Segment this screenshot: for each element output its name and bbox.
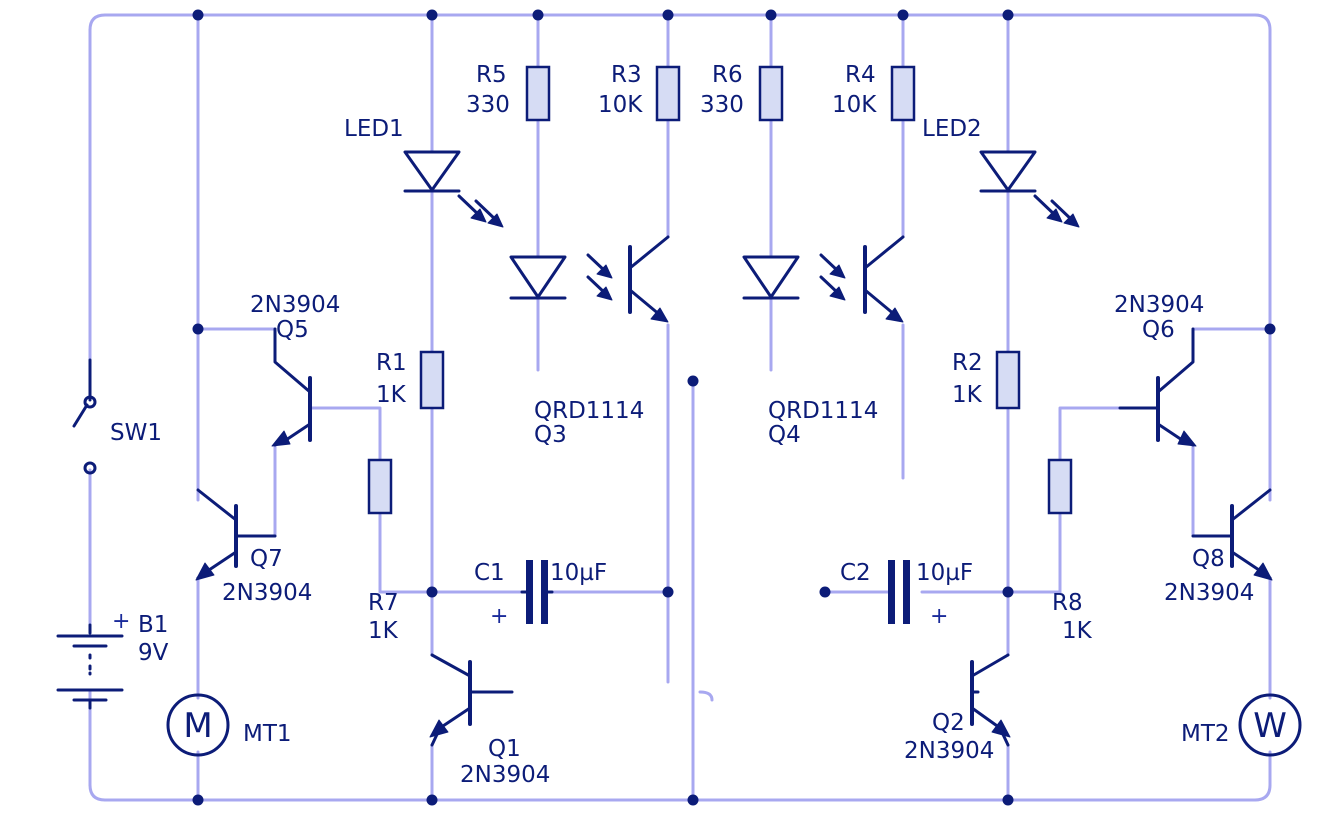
r7-value: 1K: [368, 618, 399, 644]
junction-dot: [426, 586, 438, 598]
capacitor-c2: C2 10µF +: [840, 560, 973, 629]
mt1-symbol: M: [183, 706, 212, 746]
capacitor-c1: C1 10µF +: [474, 560, 607, 629]
r8-ref: R8: [1052, 590, 1083, 616]
transistor-q2: Q2 2N3904: [904, 653, 1011, 764]
r3-value: 10K: [598, 92, 643, 118]
led2-label: LED2: [922, 116, 982, 142]
c2-value: 10µF: [916, 560, 973, 586]
r5-ref: R5: [476, 62, 507, 88]
resistor-r7: [367, 458, 393, 515]
optosensor-q4: QRD1114 Q4: [742, 235, 905, 448]
r5-value: 330: [466, 92, 510, 118]
junction-dot: [532, 9, 544, 21]
r4-ref: R4: [845, 62, 876, 88]
q8-ref: Q8: [1192, 546, 1225, 572]
junction-dot: [426, 9, 438, 21]
resistor-r6: [758, 65, 784, 122]
resistor-r5: [525, 65, 551, 122]
q7-ref: Q7: [250, 546, 283, 572]
q2-ref: Q2: [932, 710, 965, 736]
resistor-r2: [995, 350, 1021, 410]
r2-ref: R2: [952, 350, 983, 376]
c1-value: 10µF: [550, 560, 607, 586]
q8-part: 2N3904: [1164, 580, 1254, 606]
b1-ref: B1: [138, 612, 168, 638]
resistor-r4: [890, 65, 916, 122]
switch-sw1: SW1: [72, 358, 162, 475]
q6-ref: Q6: [1142, 317, 1175, 343]
mt2-ref: MT2: [1181, 721, 1230, 747]
junction-dot: [192, 323, 204, 335]
wires: [88, 13, 1272, 802]
q3-part: QRD1114: [534, 398, 644, 424]
transistor-q1: Q1 2N3904: [429, 653, 550, 788]
r4-value: 10K: [832, 92, 877, 118]
led-led1: LED1: [344, 116, 504, 228]
motor-mt1: M MT1: [166, 693, 292, 757]
junction-dot: [1002, 9, 1014, 21]
resistors: [367, 65, 1073, 515]
q5-ref: Q5: [276, 317, 309, 343]
junction-dot: [662, 9, 674, 21]
resistor-r8: [1047, 458, 1073, 515]
transistor-q6: 2N3904 Q6: [1114, 292, 1204, 447]
q7-part: 2N3904: [222, 580, 312, 606]
r3-ref: R3: [611, 62, 642, 88]
r7-ref: R7: [368, 590, 399, 616]
r6-ref: R6: [712, 62, 743, 88]
junction-dot: [192, 794, 204, 806]
q6-part: 2N3904: [1114, 292, 1204, 318]
sw1-label: SW1: [110, 420, 162, 446]
q3-ref: Q3: [534, 422, 567, 448]
b1-value: 9V: [138, 640, 169, 666]
motor-mt2: W MT2: [1181, 693, 1302, 757]
q2-part: 2N3904: [904, 738, 994, 764]
junction-dot: [1002, 586, 1014, 598]
battery-b1: + B1 9V: [56, 609, 169, 710]
junction-dot: [1002, 794, 1014, 806]
c1-ref: C1: [474, 560, 505, 586]
transistor-q7: Q7 2N3904: [195, 488, 312, 606]
r8-value: 1K: [1062, 618, 1093, 644]
junction-dot: [687, 375, 699, 387]
mt1-ref: MT1: [243, 721, 292, 747]
junction-dot: [897, 9, 909, 21]
c2-ref: C2: [840, 560, 871, 586]
mt2-symbol: W: [1253, 706, 1287, 746]
q1-ref: Q1: [488, 736, 521, 762]
q5-part: 2N3904: [250, 292, 340, 318]
r1-value: 1K: [376, 382, 407, 408]
junction-dots: [192, 9, 1276, 806]
q4-part: QRD1114: [768, 398, 878, 424]
junction-dot: [765, 9, 777, 21]
resistor-r1: [419, 350, 445, 410]
r1-ref: R1: [376, 350, 407, 376]
c2-plus: +: [930, 604, 948, 629]
resistor-r3: [655, 65, 681, 122]
junction-dot: [662, 586, 674, 598]
b1-plus: +: [112, 609, 130, 634]
q4-ref: Q4: [768, 422, 801, 448]
junction-dot: [1264, 323, 1276, 335]
led-led2: LED2: [922, 116, 1080, 228]
c1-plus: +: [490, 604, 508, 629]
transistor-q8: Q8 2N3904: [1164, 488, 1273, 606]
led1-label: LED1: [344, 116, 404, 142]
q1-part: 2N3904: [460, 762, 550, 788]
junction-dot: [192, 9, 204, 21]
r2-value: 1K: [952, 382, 983, 408]
r6-value: 330: [700, 92, 744, 118]
resistor-labels: R5 330 R3 10K R6 330 R4 10K R1 1K R2 1K …: [368, 62, 1093, 644]
junction-dot: [687, 794, 699, 806]
transistor-q5: 2N3904 Q5: [250, 292, 340, 447]
junction-dot: [426, 794, 438, 806]
junction-dot: [819, 586, 831, 598]
optosensor-q3: QRD1114 Q3: [509, 235, 670, 448]
